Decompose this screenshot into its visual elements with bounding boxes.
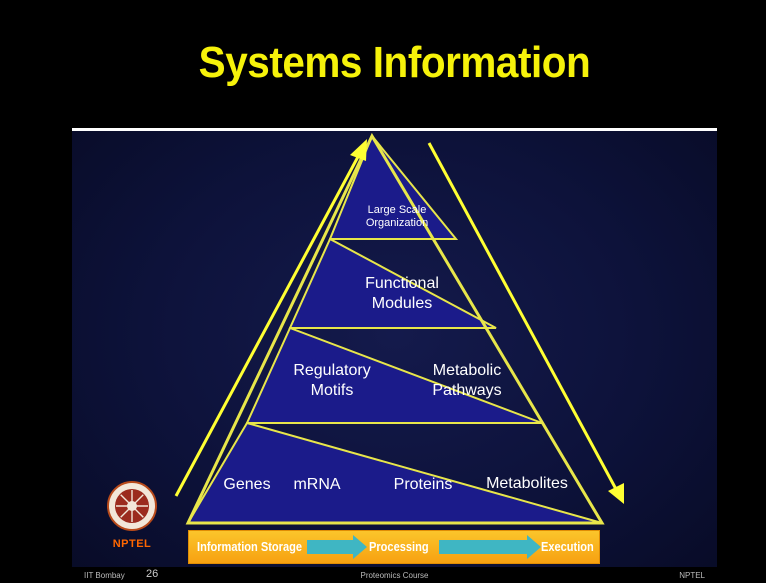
- flow-label-storage: Information Storage: [197, 539, 302, 554]
- title-divider: [72, 128, 717, 131]
- tier-label-regulatory-motifs: Regulatory Motifs: [293, 362, 371, 399]
- slide-footer: IIT Bombay 26 Proteomics Course NPTEL: [72, 567, 717, 583]
- nptel-logo-text: NPTEL: [112, 538, 152, 550]
- title-band: Systems Information: [72, 0, 717, 128]
- up-arrow-head: [350, 139, 367, 161]
- tier-label-functional-modules: Functional Modules: [365, 275, 439, 312]
- footer-institution: IIT Bombay: [84, 571, 125, 580]
- slide: Systems Information Large Scale Organiza…: [72, 0, 717, 583]
- pyramid-diagram: [174, 132, 624, 525]
- flow-arrows: [307, 535, 541, 559]
- pyramid-tier-base: [186, 421, 603, 524]
- nptel-logo-icon: [106, 480, 158, 532]
- tier-label-metabolic-pathways: Metabolic Pathways: [432, 362, 502, 399]
- flow-label-execution: Execution: [541, 539, 594, 554]
- down-arrow: [427, 142, 619, 492]
- flow-label-processing: Processing: [369, 539, 429, 554]
- pyramid-outline: [185, 132, 605, 525]
- pyramid-tier-3: [245, 326, 543, 424]
- base-label-metabolites: Metabolites: [486, 475, 568, 492]
- flow-arrow-1: [307, 535, 367, 559]
- pyramid-tier-top: [328, 134, 459, 240]
- slide-title: Systems Information: [198, 38, 591, 87]
- down-arrow-head: [608, 483, 624, 504]
- base-label-mrna: mRNA: [293, 476, 341, 493]
- up-arrow: [174, 152, 362, 497]
- pyramid-tier-2: [288, 237, 497, 329]
- footer-slide-number: 26: [146, 568, 159, 580]
- tier-label-large-scale: Large Scale Organization: [365, 204, 429, 229]
- base-label-genes: Genes: [223, 476, 271, 493]
- flow-arrow-2: [439, 535, 541, 559]
- slide-content: Large Scale Organization Functional Modu…: [72, 131, 717, 583]
- base-label-proteins: Proteins: [393, 476, 453, 493]
- footer-brand: NPTEL: [679, 571, 705, 580]
- information-flow-bar: Information Storage Processing Execution: [188, 530, 600, 564]
- footer-course: Proteomics Course: [360, 571, 429, 580]
